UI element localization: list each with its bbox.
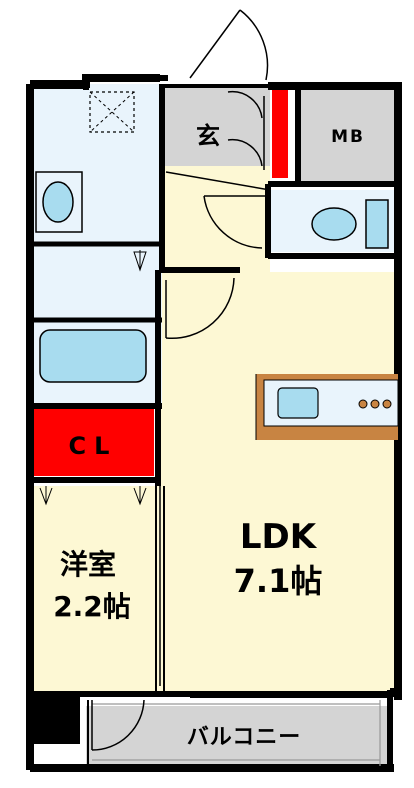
stove-burner-3 — [382, 399, 392, 409]
ldk-entry-door-arc — [165, 277, 235, 340]
room-labels: 玄 MB CL LDK 7.1帖 洋室 2.2帖 バルコニー — [53, 122, 365, 750]
genkan-label: 玄 — [196, 122, 220, 150]
genkan-door-arc-2 — [227, 138, 263, 167]
balcony-door-arc — [91, 699, 145, 751]
shoe-closet-block — [272, 88, 288, 178]
kitchen — [255, 374, 399, 440]
closet-door-markers — [39, 486, 147, 506]
washbasin — [42, 181, 74, 223]
toilet-tank — [365, 199, 389, 249]
ldk-floor — [160, 272, 396, 692]
washroom-fixtures — [35, 91, 147, 383]
closet-block — [32, 408, 154, 476]
shower-pan-diag-2 — [89, 91, 135, 133]
toilet-fixture — [311, 199, 389, 249]
walls — [26, 74, 402, 772]
balcony-label: バルコニー — [187, 725, 302, 750]
yoshitsu-floor — [30, 486, 160, 692]
mb-floor — [300, 86, 396, 182]
yoshitsu-size-label: 2.2帖 — [53, 590, 131, 623]
entrance-door-arc — [239, 9, 269, 81]
ldk-size-label: 7.1帖 — [234, 562, 323, 600]
toilet-door-arc — [203, 195, 263, 249]
shower-pan-diag-1 — [89, 91, 135, 133]
entrance-door — [189, 9, 269, 81]
genkan-door-arc-1 — [227, 90, 263, 119]
stove-burner-2 — [370, 399, 380, 409]
ldk-name-label: LDK — [240, 517, 318, 557]
pillar-block — [30, 692, 80, 744]
hall-doors — [165, 90, 271, 340]
toilet-bowl — [311, 207, 357, 241]
balcony-floor — [86, 706, 388, 766]
balcony-door — [91, 699, 145, 751]
floor-areas — [30, 84, 396, 766]
cl-label: CL — [69, 432, 118, 460]
kitchen-sink — [277, 387, 319, 419]
mb-label: MB — [331, 127, 365, 147]
hall-floor — [160, 166, 270, 274]
yoshitsu-name-label: 洋室 — [60, 548, 116, 581]
entrance-door-leaf — [189, 9, 241, 79]
balcony-railing — [92, 700, 381, 766]
stove-burner-1 — [358, 399, 368, 409]
hall-diagonal-door — [165, 171, 271, 191]
bathtub — [39, 329, 147, 383]
